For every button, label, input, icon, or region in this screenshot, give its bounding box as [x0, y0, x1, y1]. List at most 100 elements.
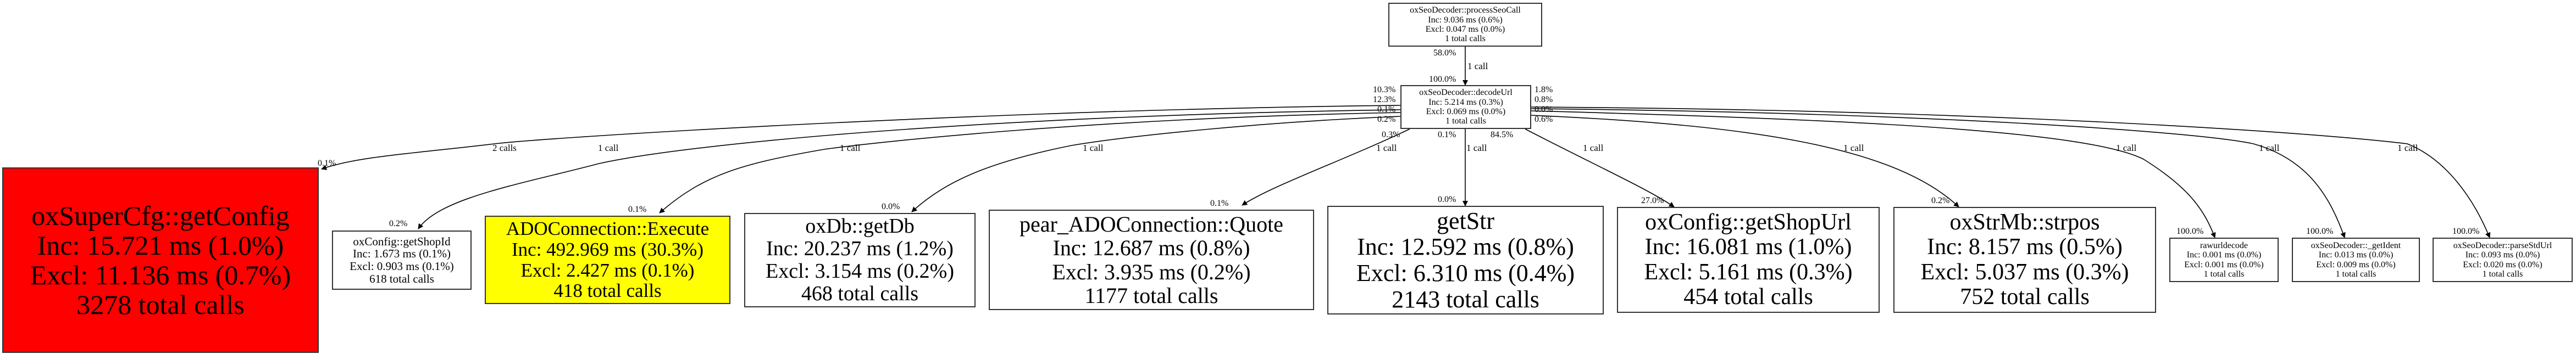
edge-head-pct: 0.2% — [389, 219, 408, 228]
node-calls: 418 total calls — [553, 280, 662, 302]
node-name: oxSeoDecoder::parseStdUrl — [2453, 240, 2552, 250]
edge-call-count: 1 call — [1466, 143, 1487, 153]
node-excl: Excl: 0.047 ms (0.0%) — [1425, 25, 1505, 34]
edge-call-count: 1 call — [2397, 143, 2418, 153]
node-name: oxSeoDecoder::_getIdent — [2311, 240, 2401, 250]
node-calls: 1177 total calls — [1084, 283, 1218, 308]
edge-decodeUrl-quote — [1242, 128, 1410, 206]
edge-tail-pct: 58.0% — [1433, 48, 1456, 58]
node-name: oxStrMb::strpos — [1949, 209, 2100, 235]
edge-head-pct: 100.0% — [2176, 227, 2204, 236]
node-excl: Excl: 5.037 ms (0.3%) — [1920, 259, 2129, 285]
node-getStr[interactable]: getStr Inc: 12.592 ms (0.8%) Excl: 6.310… — [1327, 206, 1604, 314]
node-inc: Inc: 12.687 ms (0.8%) — [1052, 235, 1250, 261]
node-getDb[interactable]: oxDb::getDb Inc: 20.237 ms (1.2%) Excl: … — [744, 213, 976, 307]
node-decodeUrl[interactable]: oxSeoDecoder::decodeUrl Inc: 5.214 ms (0… — [1400, 85, 1531, 129]
edge-call-count: 1 call — [1467, 61, 1488, 71]
edge-call-count: 1 call — [598, 143, 619, 153]
edge-decodeUrl-execute — [659, 112, 1401, 213]
node-getShopUrl[interactable]: oxConfig::getShopUrl Inc: 16.081 ms (1.0… — [1617, 207, 1880, 313]
node-name: oxConfig::getShopId — [353, 234, 451, 248]
node-inc: Inc: 12.592 ms (0.8%) — [1357, 233, 1574, 261]
tail-pct-left: 10.3% — [1373, 85, 1396, 94]
edge-call-count: 1 call — [1583, 143, 1604, 153]
edge-head-pct: 100.0% — [2306, 227, 2334, 236]
node-name: pear_ADOConnection::Quote — [1020, 212, 1283, 237]
edge-decodeUrl-getShopUrl — [1525, 128, 1675, 207]
edge-head-pct: 100.0% — [1429, 75, 1456, 84]
node-name: oxSeoDecoder::processSeoCall — [1410, 5, 1521, 15]
node-inc: Inc: 1.673 ms (0.1%) — [353, 247, 451, 261]
node-excl: Excl: 3.935 ms (0.2%) — [1052, 259, 1251, 284]
edge-head-pct: 0.1% — [628, 205, 647, 214]
edge-head-pct: 0.0% — [1438, 195, 1456, 204]
edge-call-count: 1 call — [2116, 143, 2137, 153]
edge-head-pct: 0.0% — [882, 202, 900, 211]
node-excl: Excl: 3.154 ms (0.2%) — [765, 260, 954, 283]
node-getShopId[interactable]: oxConfig::getShopId Inc: 1.673 ms (0.1%)… — [332, 231, 472, 290]
node-processSeoCall[interactable]: oxSeoDecoder::processSeoCall Inc: 9.036 … — [1388, 3, 1542, 47]
node-name: rawurldecode — [2200, 240, 2248, 250]
node-excl: Excl: 11.136 ms (0.7%) — [30, 260, 291, 290]
node-inc: Inc: 15.721 ms (1.0%) — [37, 230, 284, 261]
edge-tail-pct: 84.5% — [1491, 130, 1514, 139]
node-calls: 752 total calls — [1960, 284, 2090, 310]
edge-call-count: 1 call — [1083, 143, 1104, 153]
node-inc: Inc: 0.093 ms (0.0%) — [2465, 250, 2540, 260]
node-inc: Inc: 5.214 ms (0.3%) — [1428, 97, 1503, 107]
node-inc: Inc: 9.036 ms (0.6%) — [1428, 15, 1503, 25]
tail-pct-right: 0.0% — [1534, 105, 1553, 114]
node-excl: Excl: 0.001 ms (0.0%) — [2184, 260, 2264, 269]
node-inc: Inc: 492.969 ms (30.3%) — [512, 238, 703, 260]
edge-decodeUrl-parseStdUrl — [1530, 106, 2491, 238]
edge-decodeUrl-rawurldecode — [1530, 110, 2216, 238]
edge-call-count: 2 calls — [492, 143, 517, 153]
edge-call-count: 1 call — [2259, 143, 2280, 153]
node-strpos[interactable]: oxStrMb::strpos Inc: 8.157 ms (0.5%) Exc… — [1893, 207, 2156, 313]
tail-pct-left: 0.1% — [1377, 105, 1396, 114]
node-parseStdUrl[interactable]: oxSeoDecoder::parseStdUrl Inc: 0.093 ms … — [2433, 238, 2573, 282]
node-getIdent[interactable]: oxSeoDecoder::_getIdent Inc: 0.013 ms (0… — [2292, 238, 2420, 282]
node-rawurldecode[interactable]: rawurldecode Inc: 0.001 ms (0.0%) Excl: … — [2169, 238, 2279, 282]
edge-head-pct: 0.2% — [1931, 196, 1950, 205]
edge-call-count: 1 call — [1376, 143, 1397, 153]
node-calls: 2143 total calls — [1392, 285, 1539, 313]
edge-decodeUrl-getDb — [911, 116, 1401, 212]
node-name: oxDb::getDb — [805, 214, 915, 238]
node-excl: Excl: 2.427 ms (0.1%) — [520, 259, 695, 281]
node-quote[interactable]: pear_ADOConnection::Quote Inc: 12.687 ms… — [989, 210, 1314, 310]
node-calls: 3278 total calls — [76, 289, 245, 320]
node-excl: Excl: 0.069 ms (0.0%) — [1426, 107, 1506, 116]
tail-pct-left: 12.3% — [1373, 95, 1396, 104]
node-calls: 1 total calls — [1445, 116, 1486, 126]
edge-head-pct: 27.0% — [1641, 196, 1664, 205]
node-name: oxConfig::getShopUrl — [1645, 209, 1852, 235]
node-excl: Excl: 6.310 ms (0.4%) — [1356, 260, 1575, 286]
node-excl: Excl: 5.161 ms (0.3%) — [1644, 259, 1853, 285]
node-getConfig[interactable]: oxSuperCfg::getConfig Inc: 15.721 ms (1.… — [2, 167, 319, 353]
edge-tail-pct: 0.1% — [1438, 130, 1456, 139]
tail-pct-right: 0.6% — [1534, 115, 1553, 124]
tail-pct-left: 0.2% — [1377, 115, 1396, 124]
node-calls: 1 total calls — [1445, 34, 1486, 44]
node-calls: 1 total calls — [2335, 269, 2376, 279]
edge-decodeUrl-getConfig — [321, 105, 1401, 170]
edge-decodeUrl-strpos — [1530, 115, 1959, 207]
edge-head-pct: 0.1% — [318, 159, 336, 168]
edge-decodeUrl-getShopId — [418, 109, 1401, 229]
node-name: ADOConnection::Execute — [506, 217, 710, 239]
node-calls: 1 total calls — [2203, 269, 2245, 279]
node-calls: 454 total calls — [1683, 284, 1813, 310]
node-calls: 468 total calls — [801, 282, 919, 306]
tail-pct-right: 1.8% — [1534, 85, 1553, 94]
edge-head-pct: 100.0% — [2452, 227, 2480, 236]
node-inc: Inc: 8.157 ms (0.5%) — [1927, 234, 2123, 260]
node-execute[interactable]: ADOConnection::Execute Inc: 492.969 ms (… — [485, 216, 730, 304]
edge-call-count: 1 call — [840, 143, 861, 153]
node-inc: Inc: 16.081 ms (1.0%) — [1644, 234, 1852, 260]
node-calls: 1 total calls — [2482, 269, 2523, 279]
edge-tail-pct: 0.3% — [1382, 130, 1400, 139]
node-name: getStr — [1436, 207, 1495, 234]
node-excl: Excl: 0.020 ms (0.0%) — [2463, 260, 2542, 269]
